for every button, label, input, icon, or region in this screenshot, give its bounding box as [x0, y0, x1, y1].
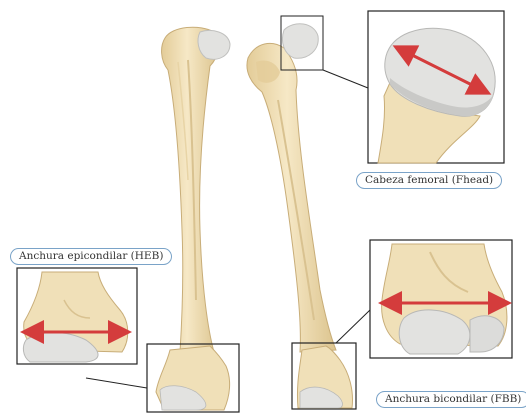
femoral-head-zoom	[368, 11, 504, 163]
leader-line	[336, 310, 370, 343]
epicondylar-width-label: Anchura epicondilar (HEB)	[10, 248, 172, 265]
bicondylar-zoom	[370, 240, 512, 358]
epicondylar-zoom	[17, 268, 137, 364]
femoral-head-label: Cabeza femoral (Fhead)	[356, 172, 502, 189]
leader-line	[323, 70, 368, 88]
femur-bone	[247, 24, 336, 352]
humerus-head-cartilage	[198, 31, 230, 60]
humerus-bone	[162, 27, 230, 352]
bicondylar-width-label: Anchura bicondilar (FBB)	[376, 391, 526, 408]
leader-line	[86, 378, 147, 388]
femur-head-cartilage	[282, 24, 318, 59]
